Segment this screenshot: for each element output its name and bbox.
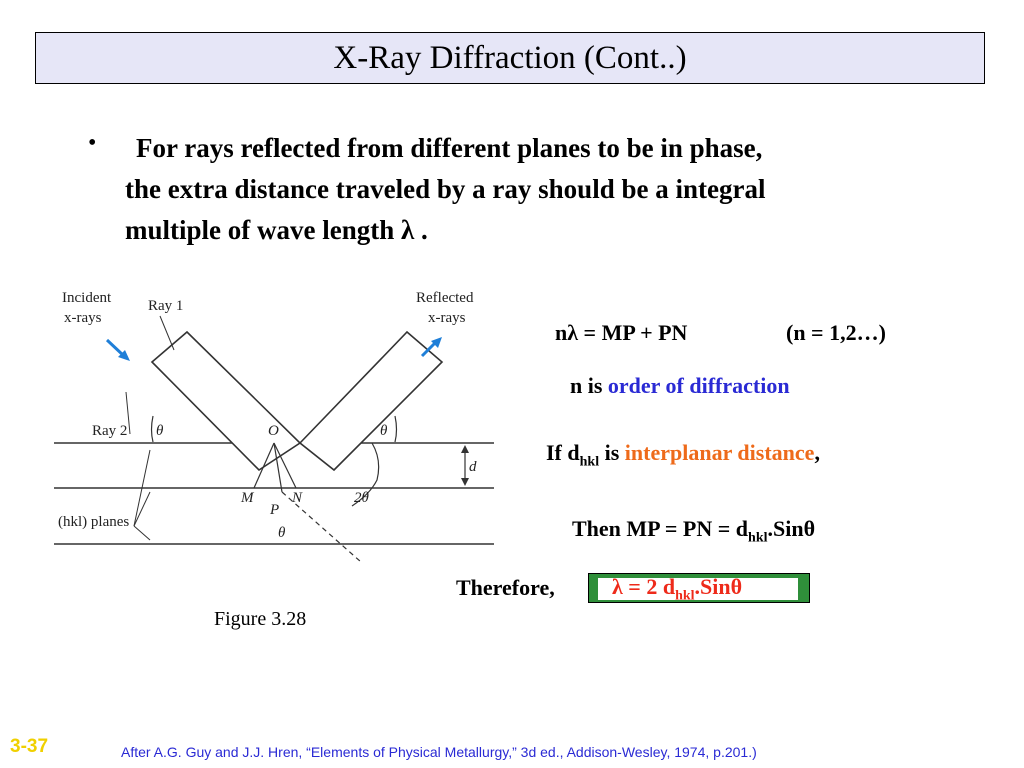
bullet-line-1: For rays reflected from different planes… — [136, 133, 763, 163]
label-d: d — [469, 459, 477, 475]
line-o-p — [273, 442, 283, 493]
if-d-text: If d — [546, 440, 580, 465]
sin-text: .Sinθ — [767, 516, 816, 541]
label-ray1: Ray 1 — [148, 298, 183, 314]
interplanar-distance: interplanar distance — [624, 440, 815, 465]
label-theta-bottom: θ — [278, 525, 286, 541]
bullet-text: For rays reflected from different planes… — [125, 128, 955, 251]
hkl-subscript: hkl — [579, 454, 600, 470]
label-reflected-2: x-rays — [428, 310, 466, 326]
label-ray2: Ray 2 — [92, 423, 127, 439]
incident-beam — [150, 330, 302, 472]
footnote: After A.G. Guy and J.J. Hren, “Elements … — [121, 744, 757, 760]
then-line: Then MP = PN = dhkl.Sinθ — [572, 516, 815, 546]
label-incident-1: Incident — [62, 290, 112, 306]
reflected-beam — [298, 330, 444, 472]
line-o-m — [253, 442, 275, 489]
bragg-law-result: λ = 2 dhkl.Sinθ — [612, 574, 742, 604]
hkl-subscript-3: hkl — [675, 588, 695, 604]
bullet-marker: • — [88, 130, 97, 156]
label-theta-right: θ — [380, 423, 388, 439]
title-box: X-Ray Diffraction (Cont..) — [35, 32, 985, 84]
bullet-line-2: the extra distance traveled by a ray sho… — [125, 174, 766, 204]
comma: , — [814, 440, 820, 465]
label-n: N — [291, 490, 303, 506]
bragg-equation: nλ = MP + PN — [555, 320, 688, 345]
diffraction-figure: Incident x-rays Ray 1 Reflected x-rays R… — [54, 290, 494, 563]
interplanar-line: If dhkl is interplanar distance, — [546, 440, 820, 470]
bullet-line-3: multiple of wave length λ . — [125, 215, 428, 245]
label-o: O — [268, 423, 279, 439]
line-o-n — [273, 442, 297, 489]
label-theta-left: θ — [156, 423, 164, 439]
slide-title: X-Ray Diffraction (Cont..) — [333, 39, 687, 76]
label-incident-2: x-rays — [64, 310, 102, 326]
result-right: .Sinθ — [694, 574, 743, 599]
n-order-line: n is order of diffraction — [570, 373, 790, 399]
reflected-arrow — [420, 340, 438, 358]
then-text: Then MP = PN = d — [572, 516, 749, 541]
therefore-text: Therefore, — [456, 575, 555, 600]
hkl-subscript-2: hkl — [748, 530, 768, 546]
label-hkl-planes: (hkl) planes — [58, 514, 129, 530]
n-range: (n = 1,2…) — [786, 320, 886, 345]
is-text: is — [604, 440, 620, 465]
label-two-theta: 2θ — [354, 490, 370, 506]
result-left: λ = 2 d — [612, 574, 676, 599]
label-reflected-1: Reflected — [416, 290, 474, 306]
slide-number: 3-37 — [10, 736, 49, 757]
order-of-diffraction: order of diffraction — [607, 373, 790, 398]
incident-arrow — [105, 338, 126, 358]
figure-caption: Figure 3.28 — [214, 608, 307, 630]
n-is-text: n is — [570, 373, 603, 398]
label-m: M — [240, 490, 255, 506]
label-p: P — [269, 502, 279, 518]
